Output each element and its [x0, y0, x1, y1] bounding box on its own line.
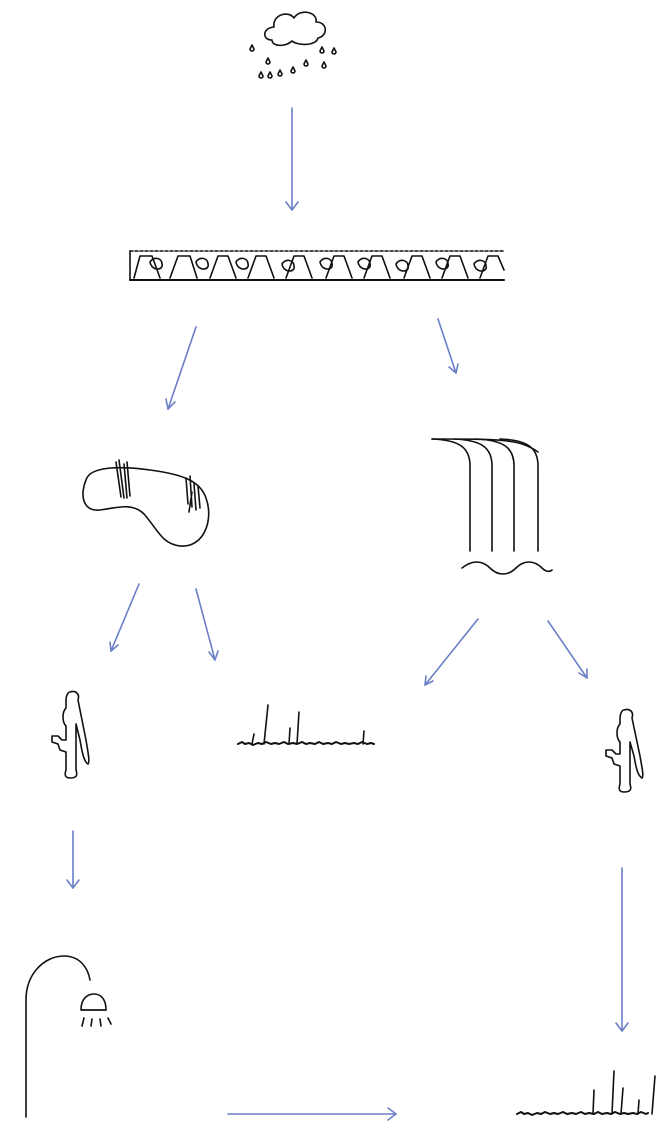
arrow-waterfall-to-right-pump	[547, 620, 588, 679]
grass-icon	[516, 1070, 656, 1116]
pond-icon	[82, 459, 210, 547]
rain-cloud-icon	[249, 11, 337, 79]
soil-layer-icon	[129, 250, 505, 281]
arrow-waterfall-to-grass	[424, 618, 479, 686]
arrow-soil-to-pond	[165, 326, 197, 410]
hand-pump-icon	[605, 708, 644, 793]
hand-pump-icon	[51, 690, 90, 779]
arrow-pond-to-grass	[195, 588, 219, 661]
arrow-pump-to-bottom-grass	[615, 867, 629, 1032]
arrow-shower-to-grass	[227, 1107, 397, 1121]
shower-icon	[25, 955, 112, 1118]
grass-icon	[237, 704, 375, 746]
arrow-pond-to-left-pump	[109, 583, 140, 652]
arrow-cloud-to-soil	[285, 107, 299, 211]
arrow-pump-to-shower	[66, 830, 80, 889]
waterfall-icon	[431, 438, 553, 575]
arrow-soil-to-waterfall	[437, 318, 459, 374]
